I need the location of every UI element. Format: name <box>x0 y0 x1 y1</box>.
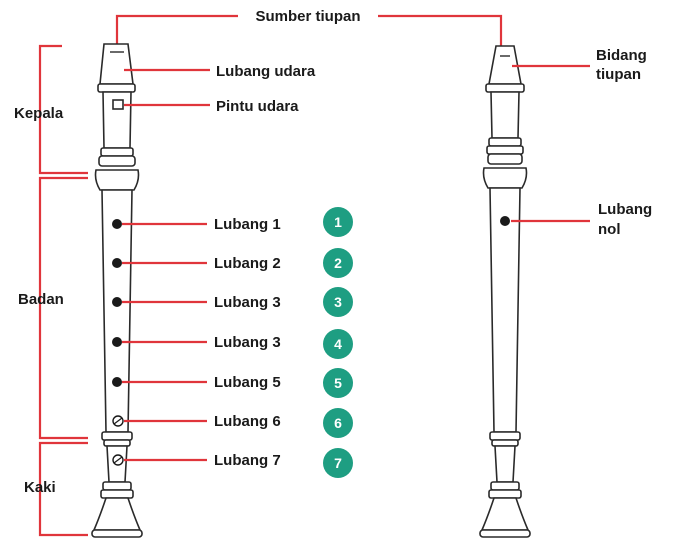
hole-1-marker <box>112 219 122 229</box>
section-foot-label: Kaki <box>24 479 56 496</box>
hole-1-number: 1 <box>334 214 342 230</box>
hole-6-label: Lubang 6 <box>214 413 281 430</box>
right-recorder <box>479 45 531 538</box>
section-body-label: Badan <box>18 291 64 308</box>
blow-area-label-line1: Bidang <box>596 47 647 64</box>
air-door-label: Pintu udara <box>216 98 299 115</box>
hole-2-number: 2 <box>334 255 342 271</box>
blow-area-label-line2: tiupan <box>596 66 641 83</box>
hole-5-badge: 5 <box>323 368 353 398</box>
hole-4-label: Lubang 3 <box>214 334 281 351</box>
left-recorder <box>91 43 143 538</box>
section-head-label: Kepala <box>14 105 64 122</box>
hole-7-marker <box>112 454 124 466</box>
air-hole-label: Lubang udara <box>216 63 316 80</box>
zero-hole-marker <box>500 216 510 226</box>
hole-2-marker <box>112 258 122 268</box>
hole-3-number: 3 <box>334 294 342 310</box>
zero-hole-label-line2: nol <box>598 221 621 238</box>
hole-3-label: Lubang 3 <box>214 294 281 311</box>
hole-5-number: 5 <box>334 375 342 391</box>
hole-3-badge: 3 <box>323 287 353 317</box>
hole-1-label: Lubang 1 <box>214 216 281 233</box>
zero-hole-label-line1: Lubang <box>598 201 652 218</box>
hole-5-marker <box>112 377 122 387</box>
source-bracket <box>115 14 503 46</box>
hole-3-marker <box>112 297 122 307</box>
hole-6-marker <box>112 415 124 427</box>
hole-1-badge: 1 <box>323 207 353 237</box>
hole-7-label: Lubang 7 <box>214 452 281 469</box>
section-brackets <box>38 44 88 537</box>
hole-7-badge: 7 <box>323 448 353 478</box>
hole-2-badge: 2 <box>323 248 353 278</box>
hole-7-number: 7 <box>334 455 342 471</box>
diagram-title: Sumber tiupan <box>255 8 360 25</box>
hole-4-number: 4 <box>334 336 342 352</box>
hole-4-marker <box>112 337 122 347</box>
hole-6-badge: 6 <box>323 408 353 438</box>
hole-6-number: 6 <box>334 415 342 431</box>
hole-4-badge: 4 <box>323 329 353 359</box>
hole-2-label: Lubang 2 <box>214 255 281 272</box>
hole-5-label: Lubang 5 <box>214 374 281 391</box>
